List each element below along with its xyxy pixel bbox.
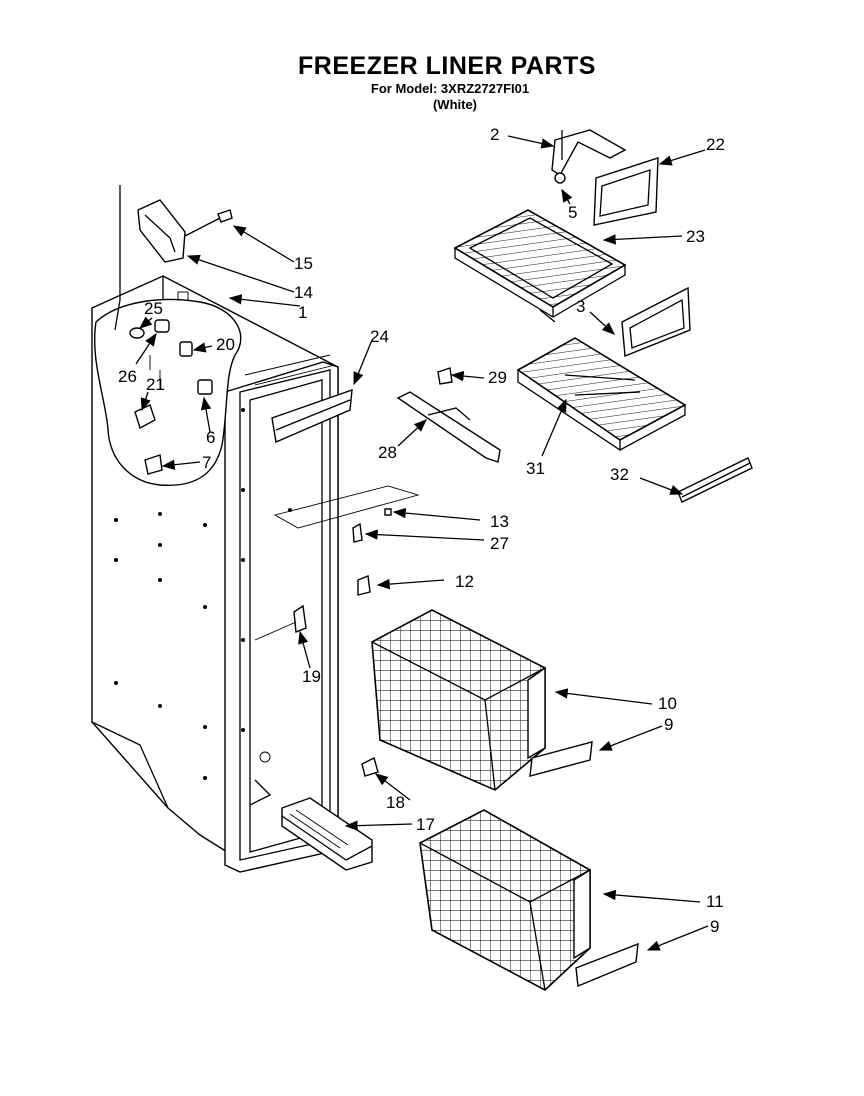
shelf-bracket-part-2 xyxy=(551,129,627,184)
baffle-part-24 xyxy=(271,388,353,443)
basket-front-part-9-lower xyxy=(575,942,639,988)
basket-part-11 xyxy=(419,809,591,991)
bracket-part-28 xyxy=(396,367,501,463)
callout-29: 29 xyxy=(488,368,507,387)
wire-shelf-part-23 xyxy=(453,209,627,323)
grille-part-17 xyxy=(281,756,379,871)
cover-part-22 xyxy=(593,157,659,226)
callout-6: 6 xyxy=(206,428,215,447)
wire-shelf-part-31 xyxy=(516,337,687,452)
callout-1: 1 xyxy=(298,303,307,322)
rail-parts xyxy=(254,485,420,641)
leader-lines xyxy=(135,135,709,951)
callout-32: 32 xyxy=(610,465,629,484)
model-color: (White) xyxy=(432,97,478,112)
callout-24: 24 xyxy=(370,327,389,346)
callout-21: 21 xyxy=(146,375,165,394)
callout-14: 14 xyxy=(294,283,313,302)
callout-22: 22 xyxy=(706,135,725,154)
screw-part-15 xyxy=(184,209,233,237)
callout-9-lower: 9 xyxy=(710,917,719,936)
callout-labels: 1 2 3 5 6 7 9 9 10 11 12 13 14 15 17 18 … xyxy=(118,125,725,936)
callout-17: 17 xyxy=(416,815,435,834)
bracket-part-14 xyxy=(137,199,186,263)
model-number: For Model: 3XRZ2727FI01 xyxy=(370,81,530,96)
callout-13: 13 xyxy=(490,512,509,531)
callout-3: 3 xyxy=(576,297,585,316)
trim-part-32 xyxy=(677,457,753,503)
callout-28: 28 xyxy=(378,443,397,462)
callout-2: 2 xyxy=(490,125,499,144)
callout-5: 5 xyxy=(568,203,577,222)
callout-9-upper: 9 xyxy=(664,715,673,734)
basket-part-10 xyxy=(371,609,546,791)
liner-mounting-holes xyxy=(114,453,207,780)
callout-7: 7 xyxy=(202,453,211,472)
callout-27: 27 xyxy=(490,534,509,553)
flange-holes xyxy=(241,408,245,732)
callout-31: 31 xyxy=(526,459,545,478)
callout-10: 10 xyxy=(658,694,677,713)
basket-front-part-9-upper xyxy=(529,741,593,777)
cover-part-3 xyxy=(621,286,691,357)
callout-20: 20 xyxy=(216,335,235,354)
callout-25: 25 xyxy=(144,299,163,318)
callout-23: 23 xyxy=(686,227,705,246)
callout-12: 12 xyxy=(455,572,474,591)
callout-11: 11 xyxy=(706,892,724,911)
callout-26: 26 xyxy=(118,367,137,386)
callout-15: 15 xyxy=(294,254,313,273)
diagram-title: FREEZER LINER PARTS xyxy=(298,52,596,80)
callout-19: 19 xyxy=(302,667,321,686)
callout-18: 18 xyxy=(386,793,405,812)
